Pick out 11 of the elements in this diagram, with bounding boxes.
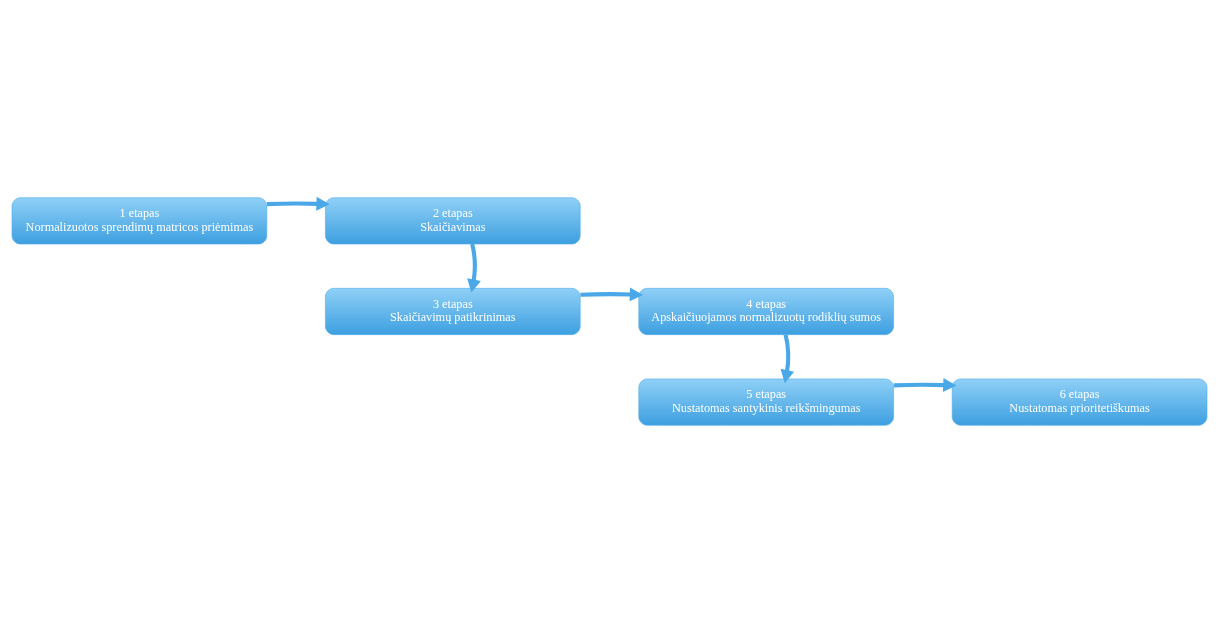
arrow bbox=[266, 196, 330, 211]
node-box: 3 etapas Skaičiavimų patikrinimas bbox=[325, 287, 581, 335]
arrow bbox=[467, 243, 481, 293]
arrow bbox=[780, 333, 795, 383]
node-box: 5 etapas Nustatomas santykinis reikšmingumas bbox=[638, 378, 894, 426]
node-box: 6 etapas Nustatomas prioritetiškumas bbox=[951, 378, 1208, 426]
node-box: 4 etapas Apskaičiuojamos normalizuotų rodiklių sumos bbox=[638, 287, 894, 335]
arrow bbox=[893, 377, 957, 392]
node-box: 2 etapas Skaičiavimas bbox=[325, 196, 581, 244]
node-box: 1 etapas Normalizuotos sprendimų matricos priėmimas bbox=[11, 196, 268, 244]
arrow bbox=[580, 286, 644, 301]
